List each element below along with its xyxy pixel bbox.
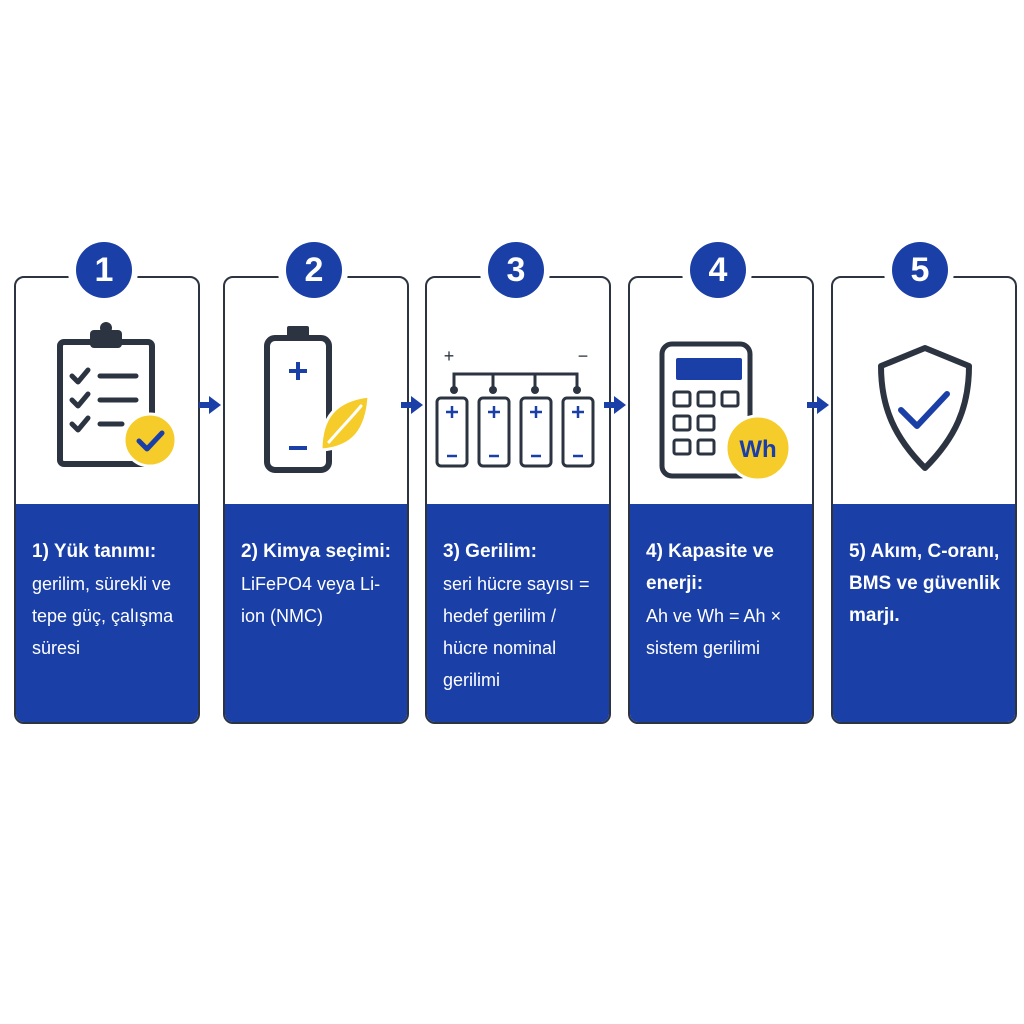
arrow-right-icon — [401, 396, 423, 414]
step-4-description: Ah ve Wh = Ah × sistem gerilimi — [646, 606, 782, 658]
arrow-right-icon — [807, 396, 829, 414]
step-4-text-area: 4) Kapasite ve enerji: Ah ve Wh = Ah × s… — [630, 504, 812, 722]
step-4-icon-area: Wh — [630, 278, 812, 504]
clipboard-checklist-icon — [57, 322, 178, 468]
step-3-text-area: 3) Gerilim: seri hücre sayısı = hedef ge… — [427, 504, 609, 722]
step-2-description: LiFePO4 veya Li-ion (NMC) — [241, 574, 381, 626]
step-5-text-area: 5) Akım, C-oranı, BMS ve güvenlik marjı. — [833, 504, 1015, 722]
step-1-icon-area — [16, 278, 198, 504]
step-card-5: 5) Akım, C-oranı, BMS ve güvenlik marjı. — [831, 276, 1017, 724]
arrow-right-icon — [199, 396, 221, 414]
step-card-1: 1) Yük tanımı: gerilim, sürekli ve tepe … — [14, 276, 200, 724]
step-1-title: 1) Yük tanımı: — [32, 541, 157, 562]
step-3-description: seri hücre sayısı = hedef gerilim / hücr… — [443, 574, 590, 690]
step-3-number-badge: 3 — [480, 236, 550, 306]
step-3-title: 3) Gerilim: — [443, 541, 537, 562]
step-2-number-badge: 2 — [278, 236, 348, 306]
step-3-icon-area: + − — [427, 278, 609, 504]
step-1-text-area: 1) Yük tanımı: gerilim, sürekli ve tepe … — [16, 504, 198, 722]
step-3-number: 3 — [488, 242, 544, 298]
shield-check-icon — [878, 345, 972, 471]
wh-badge-label: Wh — [739, 436, 776, 463]
step-5-title: 5) Akım, C-oranı, BMS ve güvenlik marjı. — [849, 541, 1000, 626]
battery-leaf-icon — [264, 326, 371, 473]
step-5-icon-area — [833, 278, 1015, 504]
step-2-number: 2 — [286, 242, 342, 298]
step-5-number: 5 — [892, 242, 948, 298]
step-2-text-area: 2) Kimya seçimi: LiFePO4 veya Li-ion (NM… — [225, 504, 407, 722]
arrow-right-icon — [604, 396, 626, 414]
step-2-title: 2) Kimya seçimi: — [241, 541, 391, 562]
step-1-description: gerilim, sürekli ve tepe güç, çalışma sü… — [32, 574, 174, 658]
series-cells-icon: + − — [435, 346, 595, 468]
step-1-number-badge: 1 — [68, 236, 138, 306]
calculator-icon: Wh — [659, 341, 792, 482]
step-card-4: Wh 4) Kapasite ve enerji: Ah ve Wh = Ah … — [628, 276, 814, 724]
positive-terminal-label: + — [444, 346, 455, 366]
step-4-number: 4 — [690, 242, 746, 298]
step-4-title: 4) Kapasite ve enerji: — [646, 541, 774, 594]
step-5-number-badge: 5 — [884, 236, 954, 306]
step-card-2: 2) Kimya seçimi: LiFePO4 veya Li-ion (NM… — [223, 276, 409, 724]
step-2-icon-area — [225, 278, 407, 504]
step-4-number-badge: 4 — [682, 236, 752, 306]
step-1-number: 1 — [76, 242, 132, 298]
negative-terminal-label: − — [578, 346, 589, 366]
step-card-3: + − — [425, 276, 611, 724]
